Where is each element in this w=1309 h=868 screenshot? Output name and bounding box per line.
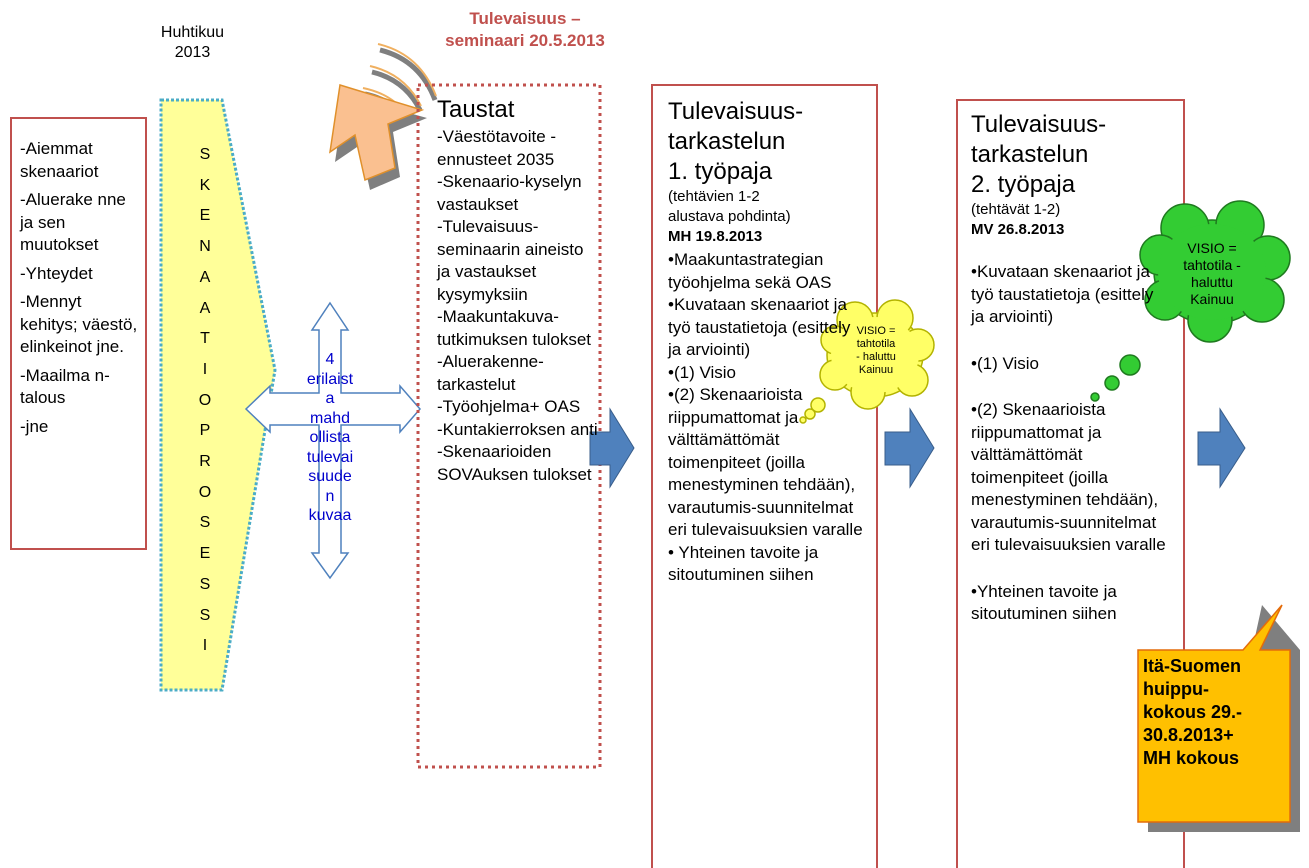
list-item: -Väestötavoite -ennusteet 2035 (437, 127, 557, 169)
list-item: •(1) Visio (971, 353, 1039, 373)
workshop1-frame (651, 84, 878, 868)
list-item: -Skenaario-kyselyn vastaukset (437, 172, 582, 214)
workshop1-title: Tulevaisuus- tarkastelun 1. työpaja (668, 98, 804, 185)
process-pentagon (159, 98, 277, 692)
list-item: -Työohjelma+ OAS (437, 397, 581, 416)
taustat-title: Taustat (437, 96, 515, 123)
arrow-right-1 (589, 407, 635, 489)
workshop2-title: Tulevaisuus- tarkastelun 2. työpaja (971, 111, 1107, 198)
taustat-box: Taustat -Väestötavoite -ennusteet 2035 -… (437, 95, 599, 486)
workshop1-subtitle: (tehtävien 1-2 alustava pohdinta) (668, 188, 791, 225)
workshop2-date: MV 26.8.2013 (971, 221, 1065, 238)
list-item: -Aiemmat skenaariot (20, 139, 99, 181)
list-item: -Skenaarioiden SOVAuksen tulokset (437, 442, 592, 484)
workshop2-subtitle: (tehtävät 1-2) (971, 201, 1061, 218)
list-item: -Mennyt kehitys; väestö, elinkeinot jne. (20, 292, 138, 356)
workshop1-box: Tulevaisuus- tarkastelun 1. työpaja (teh… (668, 97, 868, 587)
arrow-right-3 (1197, 407, 1246, 489)
cross-arrow-text: 4 erilaist a mahd ollista tulevai suude … (306, 351, 354, 524)
list-item: •Kuvataan skenaariot ja työ taustatietoj… (971, 262, 1154, 326)
taustat-frame (416, 83, 602, 769)
four-way-arrow (244, 301, 421, 580)
list-item: •(2) Skenaarioista riippumattomat ja väl… (668, 385, 863, 539)
list-item: -Maailma n-talous (20, 365, 110, 408)
date-label: Huhtikuu 2013 (160, 24, 225, 61)
list-item: •Kuvataan skenaariot ja työ taustatietoj… (668, 295, 851, 359)
list-item: -Maakuntakuva-tutkimuksen tulokset (437, 307, 592, 349)
list-item: • Yhteinen tavoite ja sitoutuminen siihe… (668, 542, 819, 585)
left-box-frame (10, 117, 147, 550)
seminar-title: Tulevaisuus – seminaari 20.5.2013 (445, 9, 605, 50)
list-item: •Yhteinen tavoite ja sitoutuminen siihen (971, 581, 1117, 624)
list-item: •(1) Visio (668, 362, 736, 382)
list-item: -Kuntakierroksen anti (437, 419, 598, 439)
green-cloud-text: VISIO = tahtotila - haluttu Kainuu (1183, 240, 1241, 307)
list-item: •(2) Skenaarioista riippumattomat ja väl… (971, 400, 1166, 554)
list-item: -Tulevaisuus-seminaarin aineisto ja vast… (437, 217, 584, 304)
list-item: -Yhteydet (20, 263, 93, 283)
callout-text: Itä-Suomen huippu- kokous 29.- 30.8.2013… (1143, 656, 1243, 768)
list-item: -jne (20, 416, 49, 436)
yellow-cloud-text: VISIO = tahtotila - haluttu Kainuu (856, 325, 896, 376)
workshop2-box: Tulevaisuus- tarkastelun 2. työpaja (teh… (971, 110, 1171, 626)
arrow-right-2 (884, 407, 935, 489)
list-item: -Aluerake nne ja sen muutokset (20, 190, 126, 254)
workshop1-date: MH 19.8.2013 (668, 228, 763, 245)
list-item: •Maakuntastrategian työohjelma sekä OAS (668, 250, 832, 292)
left-box: -Aiemmat skenaariot -Aluerake nne ja sen… (20, 138, 142, 438)
list-item: -Aluerakenne-tarkastelut (437, 352, 544, 394)
callout-shape (1137, 604, 1291, 823)
